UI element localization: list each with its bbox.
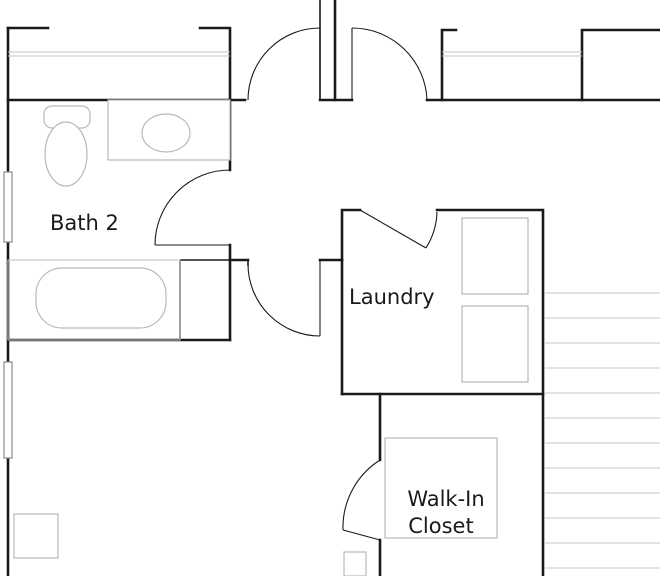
washer-icon bbox=[461, 217, 529, 295]
bathtub-frame bbox=[7, 259, 181, 341]
bath-room: Bath 2 bbox=[3, 98, 344, 576]
toilet-bowl-icon bbox=[44, 121, 88, 187]
door-closet[interactable] bbox=[342, 529, 381, 541]
bathtub-icon bbox=[35, 267, 167, 329]
bedroom-window bbox=[3, 361, 13, 459]
bath-label: Bath 2 bbox=[50, 211, 119, 235]
hallway-upper-doors bbox=[228, 0, 444, 102]
lower-bedroom bbox=[3, 260, 321, 559]
closet-fixture bbox=[343, 551, 367, 576]
top-right-closet bbox=[440, 28, 660, 102]
bath-window bbox=[3, 171, 13, 243]
sink-icon bbox=[141, 113, 191, 153]
staircase bbox=[545, 292, 660, 569]
laundry-label: Laundry bbox=[349, 285, 435, 309]
laundry-room: Laundry bbox=[340, 208, 545, 396]
closet-label-line2: Closet bbox=[408, 514, 473, 538]
closet-label-line1: Walk-In bbox=[407, 487, 484, 511]
door-laundry[interactable] bbox=[359, 209, 427, 249]
top-left-closet bbox=[6, 26, 232, 102]
closet-shelf bbox=[384, 437, 498, 539]
dryer-icon bbox=[461, 305, 529, 383]
walk-in-closet: Walk-In Closet bbox=[342, 392, 545, 576]
bedroom-fixture bbox=[13, 513, 59, 559]
